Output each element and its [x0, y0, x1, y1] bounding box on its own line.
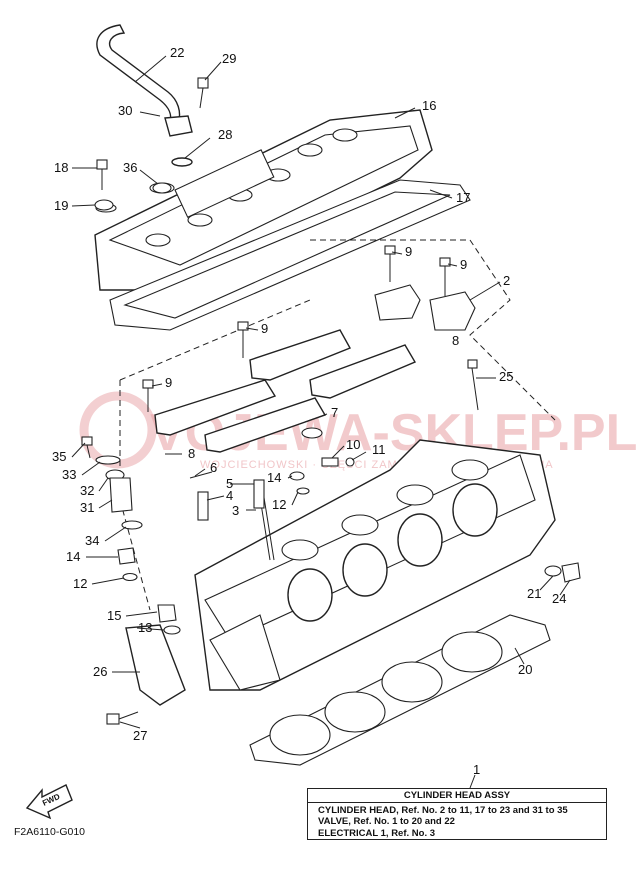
- callout-labels: 22 29 30 16 28 18 36 19 17 9 9 2 9 8 9 2…: [52, 45, 566, 777]
- grommet-20: [94, 199, 114, 211]
- assembly-legend: CYLINDER HEAD ASSY CYLINDER HEAD, Ref. N…: [307, 788, 607, 840]
- callout-16: 15: [107, 608, 121, 623]
- callout-4: 4: [226, 488, 233, 503]
- long-bolt-24: [467, 359, 479, 411]
- callout-9d: 9: [165, 375, 172, 390]
- plug-7: [301, 427, 323, 439]
- breather-hose: [96, 24, 193, 167]
- callout-25: 26: [93, 664, 107, 679]
- callout-20: 19: [54, 198, 68, 213]
- callout-26: 27: [133, 728, 147, 743]
- callout-12a: 12: [272, 497, 286, 512]
- callout-9a: 9: [405, 244, 412, 259]
- washer-22: [544, 565, 562, 577]
- callout-6: 6: [210, 460, 217, 475]
- callout-17: 16: [422, 98, 436, 113]
- callout-30: 30: [118, 103, 132, 118]
- callout-22: 21: [527, 586, 541, 601]
- cover-gasket: [109, 179, 471, 331]
- callout-11: 11: [372, 442, 386, 457]
- bolt-29: [197, 77, 209, 109]
- callout-36: 36: [123, 160, 137, 175]
- fitting-10: [321, 457, 339, 467]
- washer-12a: [296, 487, 310, 495]
- bolt-19: [96, 159, 108, 190]
- fwd-arrow-icon: FWD: [25, 784, 73, 820]
- legend-line-valve: VALVE, Ref. No. 1 to 20 and 22: [318, 816, 455, 827]
- head-gasket: [249, 614, 551, 766]
- plug-23: [561, 562, 581, 583]
- callout-14: 14: [66, 549, 80, 564]
- callout-8a: 8: [452, 333, 459, 348]
- grommet-36: [152, 182, 172, 194]
- camshaft-caps: [154, 284, 476, 453]
- callout-35: 35: [52, 449, 66, 464]
- callout-21: 20: [518, 662, 532, 677]
- callout-24: 25: [499, 369, 513, 384]
- callout-10: 10: [346, 437, 360, 452]
- callout-9c: 9: [261, 321, 268, 336]
- legend-line-electrical: ELECTRICAL 1, Ref. No. 3: [318, 827, 436, 839]
- cam-cap-bolts: [142, 245, 451, 412]
- leader-lines: [71, 55, 571, 789]
- callout-8b: 8: [188, 446, 195, 461]
- cylinder-head: [194, 439, 556, 691]
- callout-19: 18: [54, 160, 68, 175]
- callout-13: 13: [138, 620, 152, 635]
- callout-15: 14: [267, 470, 281, 485]
- callout-12b: 12: [73, 576, 87, 591]
- nut-15: [289, 471, 305, 481]
- left-small-parts: [81, 436, 143, 582]
- callout-29: 29: [222, 51, 236, 66]
- callout-18: 17: [456, 190, 470, 205]
- callout-28: 28: [218, 127, 232, 142]
- legend-title: CYLINDER HEAD ASSY: [308, 789, 606, 803]
- callout-3: 3: [232, 503, 239, 518]
- callout-5: 5: [226, 476, 233, 491]
- legend-line-cylinder-head: CYLINDER HEAD, Ref. No. 2 to 11, 17 to 2…: [318, 804, 568, 816]
- callout-31: 31: [80, 500, 94, 515]
- callout-23: 24: [552, 591, 566, 606]
- callout-27: 22: [170, 45, 184, 60]
- callout-9b: 9: [460, 257, 467, 272]
- callout-1: 1: [473, 762, 480, 777]
- assembly-boundary: [310, 239, 556, 421]
- callout-2: 2: [503, 273, 510, 288]
- bracket-assembly: [106, 604, 186, 725]
- callout-32: 32: [80, 483, 94, 498]
- diagram-code: F2A6110-G010: [14, 826, 86, 838]
- callout-7: 7: [331, 405, 338, 420]
- valves: [189, 471, 275, 561]
- callout-33: 33: [62, 467, 76, 482]
- callout-34: 34: [85, 533, 99, 548]
